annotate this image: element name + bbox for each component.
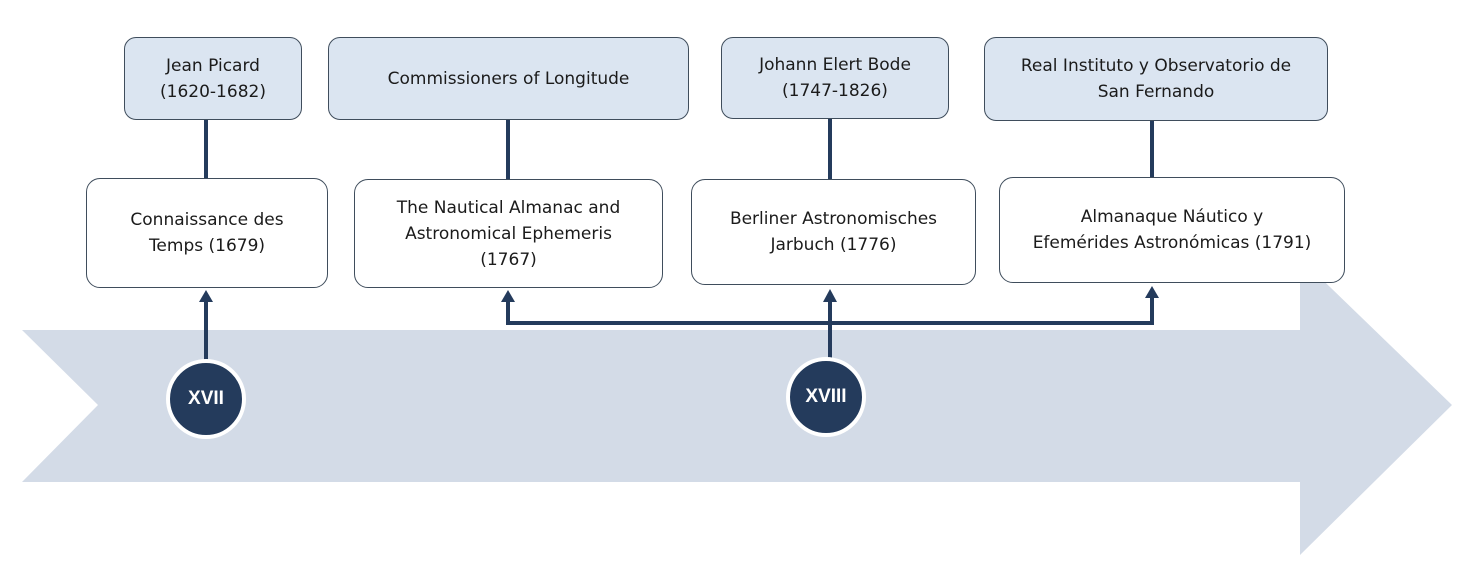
publication-connaissance-des-temps: Connaissance des Temps (1679) bbox=[86, 178, 328, 288]
arrowhead-xviii-berliner bbox=[823, 289, 837, 302]
institution-commissioners-of-longitude: Commissioners of Longitude bbox=[328, 37, 689, 120]
era-marker-xvii: XVII bbox=[166, 359, 246, 439]
person-jean-picard: Jean Picard (1620-1682) bbox=[124, 37, 302, 120]
era-xvii-label: XVII bbox=[188, 388, 224, 409]
era-xviii-label: XVIII bbox=[805, 386, 847, 407]
era-marker-xviii: XVIII bbox=[786, 357, 866, 437]
person-jean-picard-label: Jean Picard (1620-1682) bbox=[160, 55, 266, 102]
person-bode-label: Johann Elert Bode (1747-1826) bbox=[759, 55, 911, 101]
arrowhead-xvii bbox=[199, 290, 213, 302]
arrowhead-xviii-nautical bbox=[501, 290, 515, 302]
publication-nautical-label: The Nautical Almanac and Astronomical Ep… bbox=[396, 197, 621, 270]
person-johann-elert-bode: Johann Elert Bode (1747-1826) bbox=[721, 37, 949, 119]
institution-commissioners-label: Commissioners of Longitude bbox=[387, 68, 630, 89]
publication-berliner-label: Berliner Astronomisches Jarbuch (1776) bbox=[729, 209, 938, 255]
publication-nautical-almanac: The Nautical Almanac and Astronomical Ep… bbox=[354, 179, 663, 288]
arrowhead-xviii-almanaque bbox=[1145, 286, 1159, 298]
publication-almanaque-nautico: Almanaque Náutico y Efemérides Astronómi… bbox=[999, 177, 1345, 283]
arrow-xviii-branch bbox=[506, 298, 1154, 325]
publication-berliner-jarbuch: Berliner Astronomisches Jarbuch (1776) bbox=[691, 179, 976, 285]
publication-connaissance-label: Connaissance des Temps (1679) bbox=[130, 210, 284, 256]
institution-san-fernando-label: Real Instituto y Observatorio de San Fer… bbox=[1020, 56, 1292, 102]
publication-almanaque-label: Almanaque Náutico y Efemérides Astronómi… bbox=[1032, 207, 1312, 253]
institution-san-fernando: Real Instituto y Observatorio de San Fer… bbox=[984, 37, 1328, 121]
timeline-arrow bbox=[22, 258, 1452, 555]
